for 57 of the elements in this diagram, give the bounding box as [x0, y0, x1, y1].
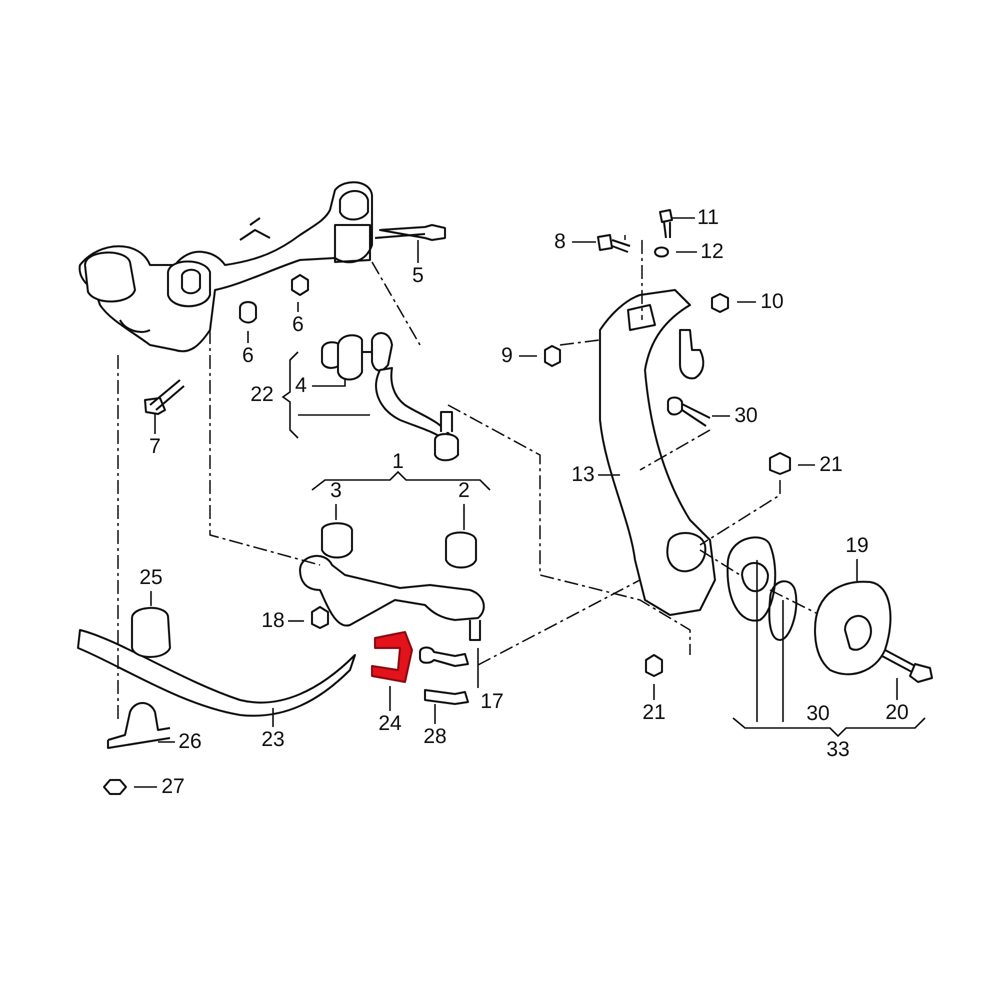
- leader-line: [288, 620, 304, 622]
- callout-number: 25: [139, 567, 163, 589]
- callout-number: 23: [261, 729, 285, 751]
- callout-number: 10: [760, 291, 784, 313]
- callout-number: 20: [885, 702, 909, 724]
- callout-number: 5: [412, 265, 424, 287]
- leader-line: [312, 378, 346, 387]
- leader-line: [737, 301, 756, 303]
- callout-number: 28: [423, 726, 447, 748]
- leader-line: [434, 704, 436, 724]
- callout-number: 30: [734, 405, 758, 427]
- callout-number: 18: [261, 610, 285, 632]
- callout-number: 27: [161, 776, 185, 798]
- leader-line: [712, 415, 730, 417]
- leader-line: [672, 217, 695, 219]
- callout-number: 22: [250, 384, 274, 406]
- leader-line: [598, 474, 620, 476]
- callout-number: 30: [806, 703, 830, 725]
- callout-number: 19: [845, 535, 869, 557]
- leader-line: [463, 504, 465, 530]
- leader-line: [477, 648, 479, 688]
- leader-line: [896, 678, 898, 700]
- callout-number: 17: [480, 691, 504, 713]
- callout-number: 6: [292, 314, 304, 336]
- leader-line: [417, 240, 419, 263]
- callout-number: 13: [571, 464, 595, 486]
- leader-line: [798, 464, 815, 466]
- leader-line: [154, 414, 156, 434]
- leader-line: [272, 708, 274, 727]
- leader-line: [519, 355, 537, 357]
- leader-line: [572, 241, 596, 243]
- leader-line: [653, 684, 655, 700]
- leader-line: [335, 504, 337, 520]
- leader-line: [134, 786, 157, 788]
- callout-number: 2: [458, 480, 470, 502]
- leader-line: [297, 302, 299, 312]
- callout-number: 4: [295, 375, 307, 397]
- callout-number: 11: [697, 207, 719, 229]
- leader-line: [247, 331, 249, 343]
- callout-number: 21: [642, 702, 666, 724]
- callout-number: 6: [242, 345, 254, 367]
- callout-number: 21: [819, 454, 843, 476]
- leader-line: [389, 686, 391, 711]
- callout-number: 7: [149, 436, 161, 458]
- callout-number: 24: [378, 713, 402, 735]
- callout-number: 12: [700, 241, 724, 263]
- leader-line: [150, 591, 152, 606]
- leader-line: [676, 251, 697, 253]
- callout-number: 26: [178, 731, 202, 753]
- leader-line: [856, 559, 858, 582]
- callout-number: 3: [330, 480, 342, 502]
- callout-number: 1: [392, 451, 404, 473]
- leader-line: [158, 741, 175, 743]
- callout-number: 33: [826, 739, 850, 761]
- callout-number: 8: [554, 231, 566, 253]
- callout-number: 9: [501, 345, 513, 367]
- wheel-hub-drawing: [814, 580, 892, 676]
